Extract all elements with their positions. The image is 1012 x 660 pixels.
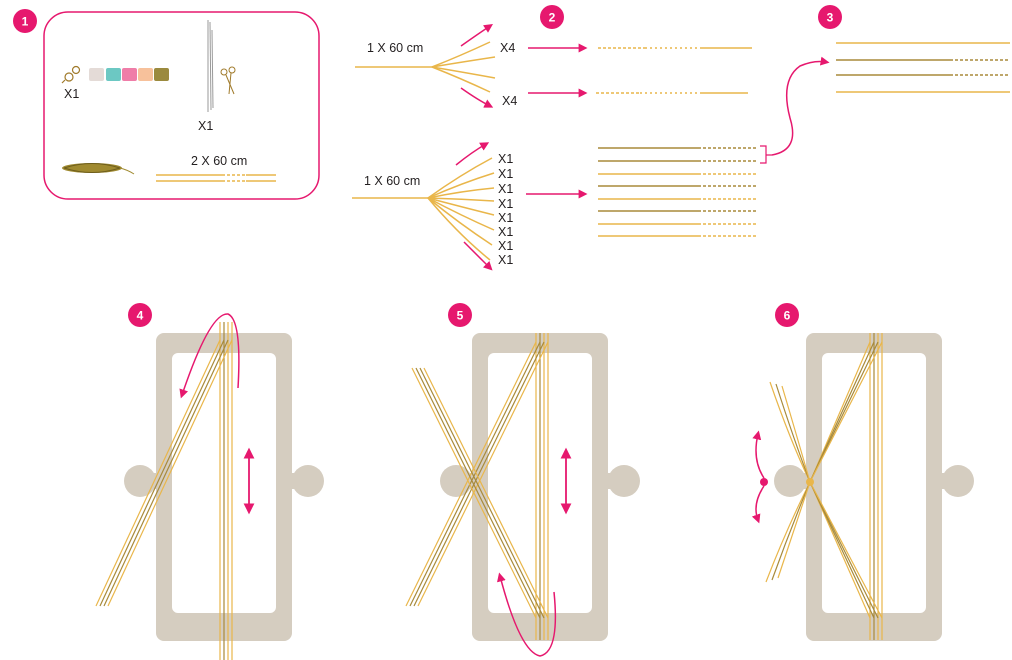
thread-skein-icon bbox=[62, 163, 135, 175]
top-cord-fan bbox=[355, 41, 496, 93]
bracelet-count: X1 bbox=[64, 87, 79, 101]
step-2-badge bbox=[540, 5, 564, 29]
split-label: X1 bbox=[498, 167, 513, 181]
bracelet-clasp-icon bbox=[61, 65, 81, 84]
split-label: X1 bbox=[498, 253, 513, 267]
cord-label: 2 X 60 cm bbox=[191, 154, 247, 168]
warp-threads bbox=[95, 322, 233, 660]
curved-arrow-icon bbox=[463, 241, 493, 271]
step-3: 3 bbox=[818, 5, 1010, 93]
split-label: X1 bbox=[498, 225, 513, 239]
scissors-icon bbox=[220, 66, 236, 95]
bracket-icon bbox=[760, 145, 772, 164]
split-arrows bbox=[751, 430, 768, 524]
warp-threads bbox=[765, 333, 883, 640]
top-cord-label: 1 X 60 cm bbox=[367, 41, 423, 55]
swatch-beige bbox=[89, 68, 104, 81]
bottom-cord-fan bbox=[352, 157, 495, 261]
step-3-number: 3 bbox=[827, 11, 834, 25]
step-2: 2 1 X 60 cm X4 X4 1 X 60 cm X1 X1 bbox=[352, 5, 830, 271]
warp-threads bbox=[405, 333, 549, 640]
needle-count: X1 bbox=[198, 119, 213, 133]
step-1-number: 1 bbox=[22, 15, 29, 29]
step-1: 1 X1 X1 2 X 60 cm bbox=[13, 9, 320, 200]
swatch-olive bbox=[154, 68, 169, 81]
curved-arrow-icon bbox=[179, 313, 240, 399]
cord-sample bbox=[156, 174, 276, 182]
step-2-number: 2 bbox=[549, 11, 556, 25]
step-4: 4 bbox=[95, 303, 324, 660]
swatch-teal bbox=[106, 68, 121, 81]
swatch-pink bbox=[122, 68, 137, 81]
combined-cords bbox=[836, 42, 1010, 93]
step-5-badge bbox=[448, 303, 472, 327]
step-6-badge bbox=[775, 303, 799, 327]
bottom-split-labels: X1 X1 X1 X1 X1 X1 X1 X1 bbox=[498, 152, 513, 267]
step-6-number: 6 bbox=[784, 309, 791, 323]
curved-arrow-icon bbox=[497, 572, 557, 657]
step-1-badge bbox=[13, 9, 37, 33]
step-5: 5 bbox=[405, 303, 640, 657]
curved-arrow-icon bbox=[771, 56, 830, 156]
step-4-number: 4 bbox=[137, 309, 144, 323]
bottom-cord-label: 1 X 60 cm bbox=[364, 174, 420, 188]
top-cut-cords bbox=[596, 47, 752, 94]
top-split-a-label: X4 bbox=[500, 41, 515, 55]
split-label: X1 bbox=[498, 197, 513, 211]
bottom-cut-cords bbox=[598, 147, 756, 237]
curved-arrow-icon bbox=[752, 430, 765, 479]
top-split-b-label: X4 bbox=[502, 94, 517, 108]
curved-arrow-icon bbox=[460, 24, 493, 47]
step-6: 6 bbox=[751, 303, 974, 641]
curved-arrow-icon bbox=[460, 87, 494, 108]
step-4-badge bbox=[128, 303, 152, 327]
split-label: X1 bbox=[498, 211, 513, 225]
curved-arrow-icon bbox=[751, 485, 765, 524]
needle-icon bbox=[207, 20, 214, 112]
step-5-number: 5 bbox=[457, 309, 464, 323]
swatch-peach bbox=[138, 68, 153, 81]
knot bbox=[806, 478, 814, 486]
split-label: X1 bbox=[498, 152, 513, 166]
curved-arrow-icon bbox=[455, 142, 490, 166]
step-3-badge bbox=[818, 5, 842, 29]
split-label: X1 bbox=[498, 239, 513, 253]
split-label: X1 bbox=[498, 182, 513, 196]
supplies-box bbox=[43, 11, 320, 200]
color-swatches bbox=[89, 68, 169, 81]
